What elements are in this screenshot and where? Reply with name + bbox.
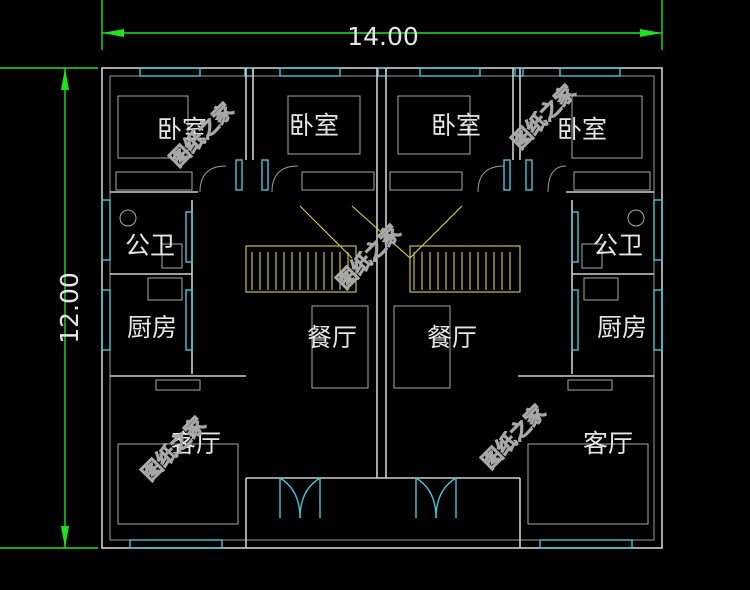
- bedroom-label: 卧室: [157, 115, 207, 144]
- living-room-label: 客厅: [583, 429, 633, 458]
- dimension-lines: [0, 0, 663, 549]
- dining-label: 餐厅: [307, 323, 357, 352]
- watermarks: 图纸之家 图纸之家 图纸之家 图纸之家 图纸之家: [136, 79, 581, 486]
- staircase: [245, 205, 521, 293]
- bedroom-label: 卧室: [431, 111, 481, 140]
- width-dimension: 14.00: [347, 22, 419, 51]
- bathroom-label: 公卫: [125, 231, 175, 260]
- dining-label: 餐厅: [427, 323, 477, 352]
- kitchen-label: 厨房: [597, 313, 647, 342]
- bedroom-label: 卧室: [289, 111, 339, 140]
- bathroom-label: 公卫: [593, 231, 643, 260]
- top-windows: [139, 67, 621, 77]
- watermark: 图纸之家: [332, 219, 406, 293]
- living-room-label: 客厅: [171, 429, 221, 458]
- doors: [185, 159, 579, 519]
- bedroom-label: 卧室: [557, 115, 607, 144]
- height-dimension: 12.00: [55, 272, 84, 344]
- bottom-windows: [101, 199, 663, 549]
- watermark: 图纸之家: [477, 399, 551, 473]
- kitchen-label: 厨房: [127, 313, 177, 342]
- furniture: [115, 95, 651, 525]
